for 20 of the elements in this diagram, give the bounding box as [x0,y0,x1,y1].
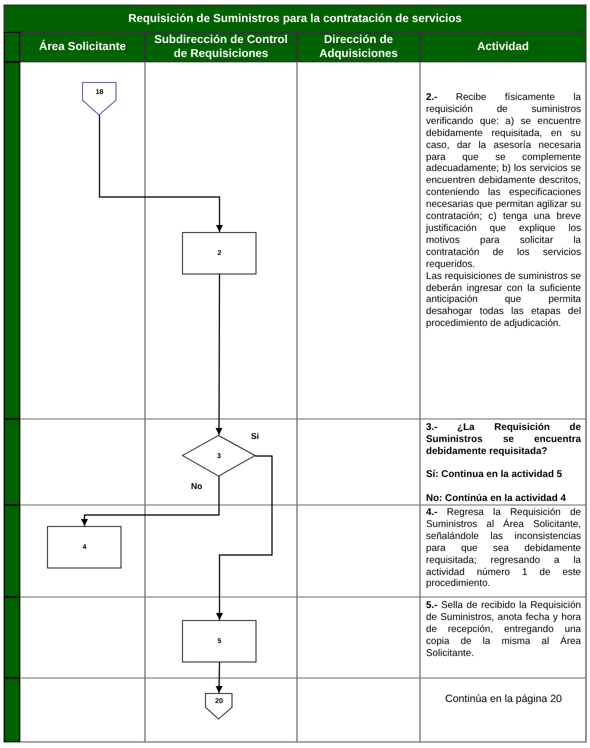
arrow [216,662,223,694]
activity-text: 3.- ¿La Requisición de Suministros se encuentra debidamente requisitada? [426,422,581,458]
arrow [216,274,223,435]
column-header: Área Solicitante [20,32,145,62]
arrow [216,455,273,620]
edge-label: No [190,481,204,491]
activity-text: Las requisiciones de suministros se deberán ingresar con la suficiente anticipación que permita desahogar todas las etapas del procedimiento de adjudicación. [426,270,581,330]
activity-text: 2.- Recibe físicamente la requisición de suministros verificando que: a) se encuentre debidamente requisitada, en su caso, dar la asesoría necesaria para que se complemente adecuadamente; b) los servicios se encuentren debidamente descritos, conteniendo las especificaciones necesarias que permitan agilizar su contratación; c) tenga una breve justificación que explique los motivos para solicitar la contratación de los servicios requeridos. [426,92,581,271]
column-header: Dirección de Adquisiciones [297,32,420,62]
activity-text: 5.- Sella de recibido la Requisición de Suministros, anota fecha y hora de recepción, entregando una copia de la misma al Área Solicitante. [426,600,581,660]
activity-text: No: Continúa en la actividad 4 [426,492,567,505]
activity-text: Continúa en la página 20 [444,694,563,706]
table-title: Requisición de Suministros para la contratación de servicios [4,5,586,32]
arrow [98,115,223,232]
arrow [81,476,220,526]
column-header: Subdirección de Control de Requisiciones [145,32,297,62]
edge-label: Si [250,431,260,441]
activity-text: 4.- Regresa la Requisición de Suministros al Área Solicitante, señalándole las inconsistencias para que sea debidamente requisitada; regresando a la actividad número 1 de este procedimiento. [426,507,581,590]
column-header: Actividad [420,32,586,62]
activity-text: Sí: Continua en la actividad 5 [426,469,564,482]
